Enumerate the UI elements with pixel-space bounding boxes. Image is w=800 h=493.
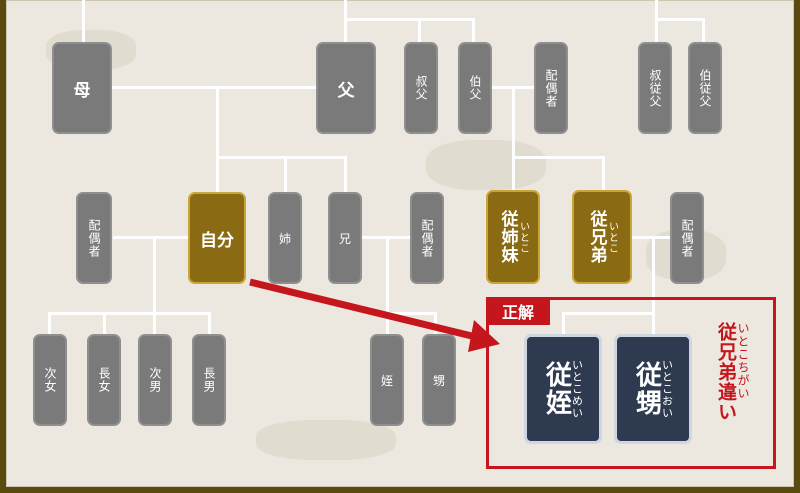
connector-line bbox=[652, 312, 655, 336]
node-label: 姪 bbox=[380, 373, 393, 388]
node-parents-cousin-elder: 伯従父 bbox=[688, 42, 722, 134]
connector-line bbox=[655, 18, 658, 44]
connector-line bbox=[386, 312, 389, 334]
connector-line bbox=[562, 312, 655, 315]
node-label: 兄 bbox=[338, 231, 351, 246]
node-parents-cousin-younger: 叔従父 bbox=[638, 42, 672, 134]
connector-line bbox=[652, 236, 655, 314]
connector-line bbox=[216, 156, 346, 159]
node-label: 長男 bbox=[202, 367, 216, 393]
node-ruby: いとこめい bbox=[570, 359, 584, 419]
node-label: 次女 bbox=[43, 367, 57, 393]
node-second-son: 次男 bbox=[138, 334, 172, 426]
paper-texture bbox=[426, 140, 546, 190]
node-spouse-right: 配偶者 bbox=[670, 192, 704, 284]
node-label: 従兄弟 bbox=[586, 210, 607, 264]
node-mother: 母 bbox=[52, 42, 112, 134]
node-label: 姉 bbox=[278, 231, 291, 246]
connector-line bbox=[562, 312, 565, 336]
connector-line bbox=[512, 88, 515, 156]
node-uncle-elder: 伯父 bbox=[458, 42, 492, 134]
node-label: 自分 bbox=[200, 230, 234, 251]
node-cousin-nephew: いとこおい 従甥 bbox=[614, 334, 692, 444]
node-elder-brother: 兄 bbox=[328, 192, 362, 284]
node-spouse-mid: 配偶者 bbox=[410, 192, 444, 284]
node-second-daughter: 次女 bbox=[33, 334, 67, 426]
connector-line bbox=[344, 156, 347, 194]
connector-line bbox=[472, 18, 475, 44]
connector-line bbox=[284, 156, 287, 194]
node-label: 叔父 bbox=[414, 75, 428, 101]
node-self: 自分 bbox=[188, 192, 246, 284]
connector-line bbox=[216, 156, 219, 194]
annotation-label: 従兄弟違い bbox=[715, 322, 737, 422]
connector-line bbox=[153, 312, 156, 334]
answer-annotation: いとこちがい 従兄弟違い bbox=[715, 322, 750, 422]
node-label: 母 bbox=[73, 80, 91, 101]
answer-tag: 正解 bbox=[486, 297, 550, 325]
connector-line bbox=[112, 86, 318, 89]
node-uncle-younger: 叔父 bbox=[404, 42, 438, 134]
connector-line bbox=[113, 236, 189, 239]
node-nephew: 甥 bbox=[422, 334, 456, 426]
connector-line bbox=[103, 312, 106, 334]
connector-line bbox=[386, 236, 389, 314]
node-label: 従姪 bbox=[541, 361, 572, 417]
connector-line bbox=[48, 312, 210, 315]
connector-line bbox=[602, 156, 605, 192]
node-label: 配偶者 bbox=[680, 218, 694, 258]
connector-line bbox=[386, 312, 436, 315]
node-label: 伯従父 bbox=[698, 68, 712, 108]
annotation-ruby: いとこちがい bbox=[736, 322, 750, 400]
node-label: 従姉妹 bbox=[497, 210, 518, 264]
connector-line bbox=[344, 18, 474, 21]
node-label: 配偶者 bbox=[544, 68, 558, 108]
connector-line bbox=[512, 156, 515, 192]
connector-line bbox=[344, 18, 347, 44]
node-label: 配偶者 bbox=[87, 218, 101, 258]
node-elder-sister: 姉 bbox=[268, 192, 302, 284]
node-ruby: いとこ bbox=[606, 220, 618, 254]
node-eldest-son: 長男 bbox=[192, 334, 226, 426]
connector-line bbox=[702, 18, 705, 44]
node-spouse-top: 配偶者 bbox=[534, 42, 568, 134]
node-label: 伯父 bbox=[468, 75, 482, 101]
connector-line bbox=[512, 156, 604, 159]
connector-line bbox=[216, 88, 219, 158]
node-father: 父 bbox=[316, 42, 376, 134]
connector-line bbox=[655, 18, 703, 21]
node-label: 甥 bbox=[432, 373, 445, 388]
node-label: 父 bbox=[337, 80, 355, 101]
connector-line bbox=[418, 18, 421, 44]
node-ruby: いとこ bbox=[517, 220, 529, 254]
connector-line bbox=[490, 86, 534, 89]
node-label: 配偶者 bbox=[420, 218, 434, 258]
connector-line bbox=[208, 312, 211, 334]
node-female-cousin: いとこ 従姉妹 bbox=[486, 190, 540, 284]
paper-texture bbox=[256, 420, 396, 460]
node-label: 従甥 bbox=[631, 361, 662, 417]
connector-line bbox=[434, 312, 437, 334]
connector-line bbox=[48, 312, 51, 334]
connector-line bbox=[82, 0, 85, 42]
node-niece: 姪 bbox=[370, 334, 404, 426]
node-label: 長女 bbox=[97, 367, 111, 393]
node-label: 次男 bbox=[148, 367, 162, 393]
connector-line bbox=[153, 236, 156, 314]
connector-line bbox=[344, 0, 347, 20]
node-eldest-daughter: 長女 bbox=[87, 334, 121, 426]
node-male-cousin: いとこ 従兄弟 bbox=[572, 190, 632, 284]
node-spouse-left: 配偶者 bbox=[76, 192, 112, 284]
node-cousin-niece: いとこめい 従姪 bbox=[524, 334, 602, 444]
connector-line bbox=[655, 0, 658, 20]
node-ruby: いとこおい bbox=[660, 359, 674, 419]
node-label: 叔従父 bbox=[648, 68, 662, 108]
answer-frame bbox=[486, 297, 776, 469]
